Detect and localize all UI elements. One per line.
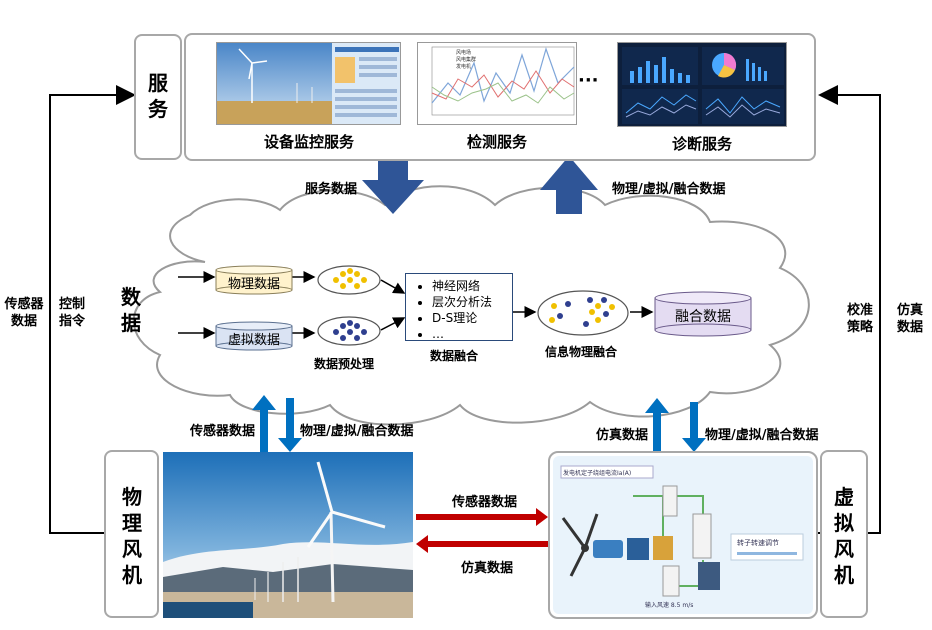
virtual-turbine-label-box [820,450,868,618]
detect-service-thumbnail[interactable]: 风电场 风电集群 发电机 [417,42,577,125]
pvf-data-left-label: 物理/虚拟/融合数据 [300,424,414,439]
data-fusion-label: 数据融合 [430,349,479,363]
sim-up-arrow-right [645,398,669,453]
virtual-turbine-label: 虚拟风机 [834,485,854,587]
pvf-data-up-arrow [540,156,598,214]
service-data-label: 服务数据 [305,182,358,197]
pre2-to-fusion-arrow [380,317,406,331]
pvf-down-arrow-right [682,402,706,452]
sim-red-arrow [416,535,548,553]
physical-turbine-label: 物理风机 [122,485,142,587]
pvf-data-right-label: 物理/虚拟/融合数据 [705,428,819,443]
detect-legend-3: 发电机 [456,64,472,70]
fused-data-label: 融合数据 [675,309,731,325]
sim-data-mid-label: 仿真数据 [461,561,514,576]
service-layer-label: 服务 [148,71,168,121]
monitor-service-thumbnail[interactable] [216,42,401,125]
sensor-data-left-label: 传感器数据 [190,424,256,439]
cps-fusion-label: 信息物理融合 [545,345,618,359]
method-item: 神经网络 [432,278,506,294]
physical-data-label: 物理数据 [227,277,280,292]
method-item: D-S理论 [432,310,506,326]
sim-data-right-label: 仿真数据 [596,428,649,443]
diagnose-service-caption: 诊断服务 [671,135,732,153]
pvf-data-top-label: 物理/虚拟/融合数据 [612,182,726,197]
service-data-arrow [362,157,424,214]
monitor-service-caption: 设备监控服务 [263,133,354,151]
detect-legend-1: 风电场 [456,50,472,56]
virtual-panel-title: 发电机定子绕组电流Ia(A) [563,470,632,477]
more-services-ellipsis: ··· [578,70,599,91]
virtual-data-cylinder [215,321,293,351]
data-layer-label: 数据 [121,285,141,335]
fusion-methods-box: 神经网络 层次分析法 D-S理论 … [405,273,513,341]
detect-chart-image [431,46,575,116]
right-inner-label: 校准策略 [846,303,873,335]
diagnose-service-thumbnail[interactable] [617,42,787,127]
virtual-panel-bottom: 输入风速 8.5 m/s [645,602,694,609]
fused-data-cylinder [654,291,752,337]
preprocess-ellipse-physical [317,265,381,295]
right-outer-label: 仿真数据 [896,303,923,335]
diagnose-dashboard-image [622,47,784,124]
sensor-data-mid-label: 传感器数据 [452,495,518,510]
left-outer-label: 传感器数据 [4,297,44,329]
preprocess-ellipse-virtual [317,316,381,346]
virtual-panel-legend: 转子转速调节 [737,539,779,547]
service-layer-label-box [134,34,182,160]
physical-turbine-label-box [104,450,159,618]
method-item: 层次分析法 [432,294,506,310]
monitor-screen-image [217,43,400,124]
virtual-turbine-model: 发电机定子绕组电流Ia(A) 转子转速调节 输入风速 8.5 m/s [553,456,813,614]
left-inner-label: 控制指令 [58,297,85,329]
physical-data-cylinder [215,265,293,295]
cps-fusion-ellipse [537,290,629,336]
detect-service-caption: 检测服务 [466,133,527,151]
sensor-red-arrow [416,508,548,526]
preprocess-label: 数据预处理 [314,357,375,371]
pvf-down-arrow-left [278,398,302,452]
pre1-to-fusion-arrow [380,279,406,294]
physical-turbine-photo [163,452,413,618]
virtual-data-label: 虚拟数据 [227,333,280,348]
method-item: … [432,326,506,342]
sensor-up-arrow-left [252,395,276,453]
detect-legend-2: 风电集群 [456,57,477,63]
left-loop-sensor-line [49,85,136,534]
